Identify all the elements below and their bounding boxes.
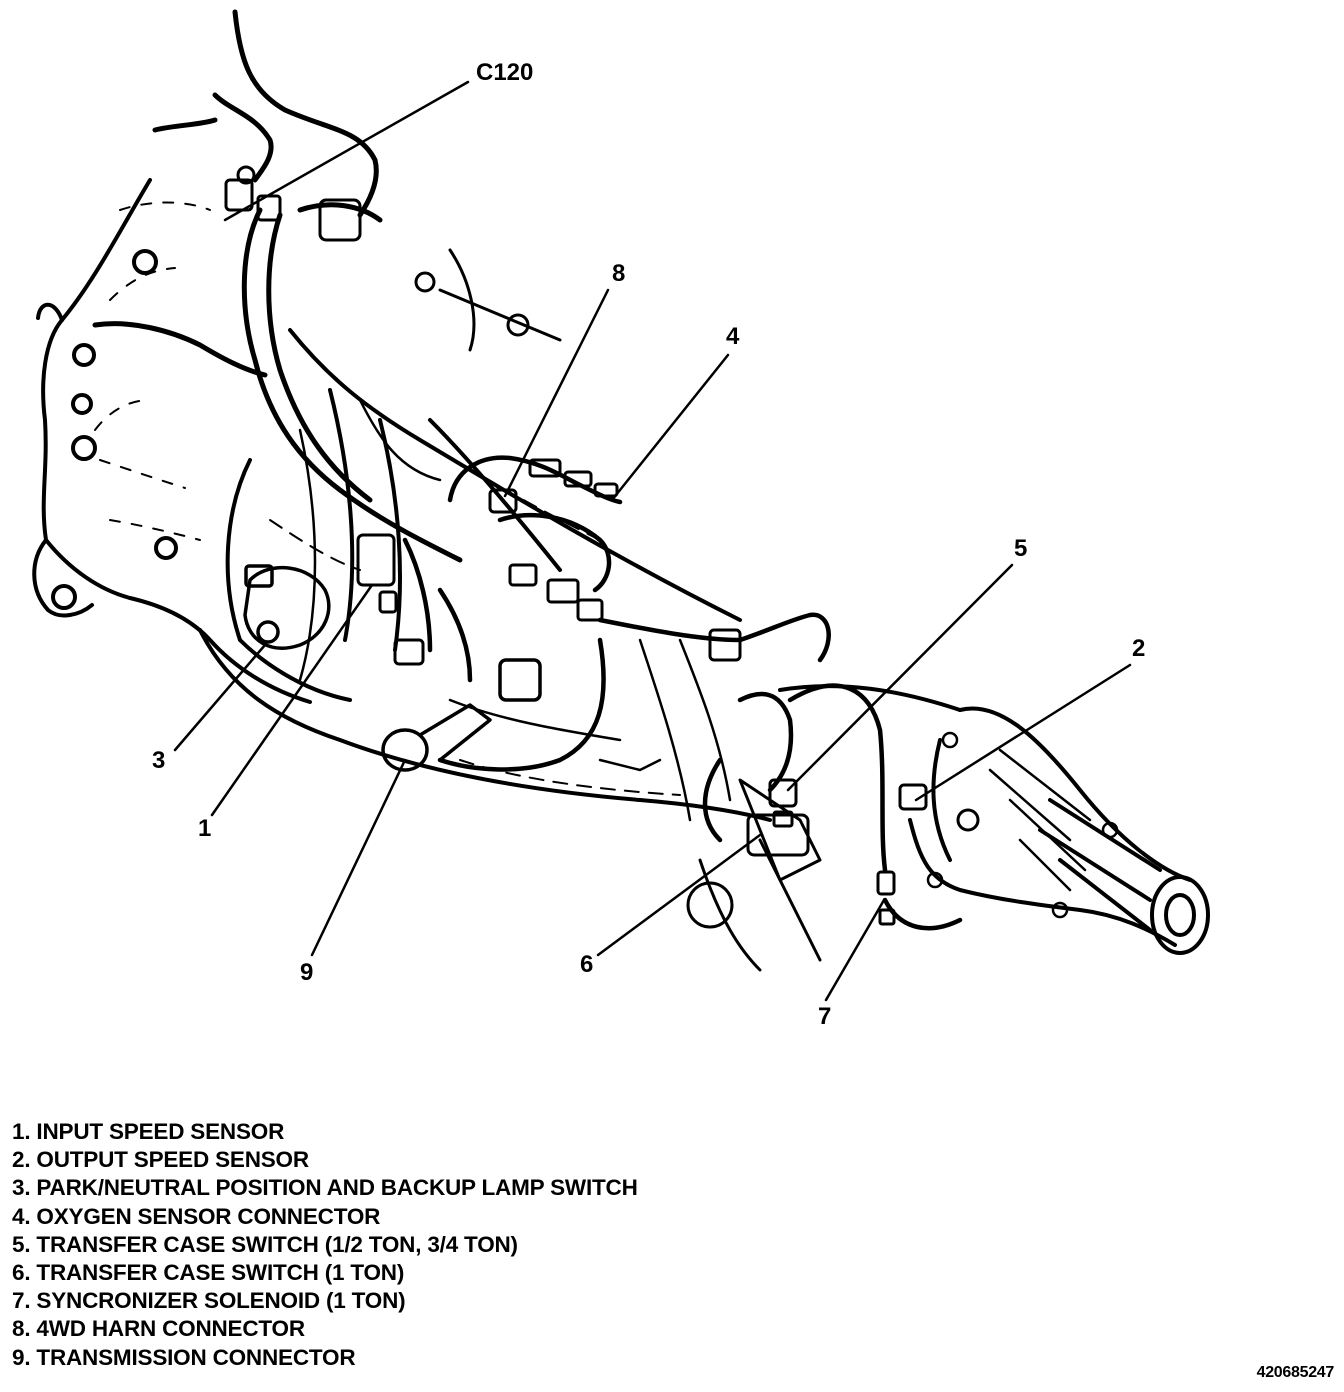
flange-dashes <box>94 201 211 541</box>
transfer-case-switch-5 <box>768 778 798 828</box>
legend-item: 7. SYNCRONIZER SOLENOID (1 TON) <box>12 1288 406 1314</box>
leader-5 <box>786 563 1014 792</box>
callout-8: 8 <box>612 260 625 287</box>
connector-center-top <box>318 198 562 352</box>
tailshaft-ribs <box>926 731 1119 919</box>
legend-item: 4. OXYGEN SENSOR CONNECTOR <box>12 1203 381 1229</box>
callout-5: 5 <box>1014 535 1027 562</box>
figure-id: 420685247 <box>1256 1364 1335 1381</box>
leader-4 <box>610 353 730 502</box>
extension-housing <box>778 684 1210 955</box>
oxygen-sensor-connector <box>528 458 619 498</box>
legend-item: 5. TRANSFER CASE SWITCH (1/2 TON, 3/4 TO… <box>12 1231 518 1257</box>
callout-3: 3 <box>152 747 165 774</box>
park-neutral-switch <box>243 564 331 650</box>
legend-item: 6. TRANSFER CASE SWITCH (1 TON) <box>12 1260 405 1286</box>
leader-7 <box>824 898 886 1002</box>
leader-3 <box>173 643 267 752</box>
case-details <box>298 398 732 822</box>
legend-item: 1. INPUT SPEED SENSOR <box>12 1119 285 1144</box>
legend-item: 8. 4WD HARN CONNECTOR <box>12 1316 305 1342</box>
leader-2 <box>914 663 1132 802</box>
syncronizer-solenoid <box>876 870 896 926</box>
callout-6: 6 <box>580 951 593 978</box>
leader-8 <box>503 288 610 498</box>
leader-9 <box>310 758 407 957</box>
input-speed-sensor <box>356 533 398 614</box>
4wd-harn-connector <box>488 488 518 514</box>
mid-connectors <box>393 563 742 666</box>
wiring-harness-main <box>92 9 463 563</box>
component-legend: 1. INPUT SPEED SENSOR 2. OUTPUT SPEED SE… <box>12 1118 638 1372</box>
leader-lines <box>173 80 1132 1002</box>
callout-9: 9 <box>300 959 313 986</box>
legend-item: 3. PARK/NEUTRAL POSITION AND BACKUP LAMP… <box>12 1175 638 1201</box>
leader-6 <box>596 833 762 957</box>
leader-1 <box>210 583 374 817</box>
callout-4: 4 <box>726 323 740 350</box>
callout-7: 7 <box>818 1003 831 1030</box>
transmission-case <box>198 328 772 822</box>
bellhousing-flange <box>32 178 312 704</box>
wiring-harness-branch <box>402 455 963 931</box>
callout-1: 1 <box>198 815 211 842</box>
transfer-case-switch-6 <box>746 813 810 857</box>
legend-item: 2. OUTPUT SPEED SENSOR <box>12 1147 309 1173</box>
legend-item: 9. TRANSMISSION CONNECTOR <box>12 1344 356 1370</box>
leader-c120 <box>223 80 470 222</box>
callout-c120: C120 <box>476 59 533 86</box>
transmission-connector <box>381 658 542 772</box>
output-speed-sensor <box>898 783 980 832</box>
callout-2: 2 <box>1132 635 1145 662</box>
